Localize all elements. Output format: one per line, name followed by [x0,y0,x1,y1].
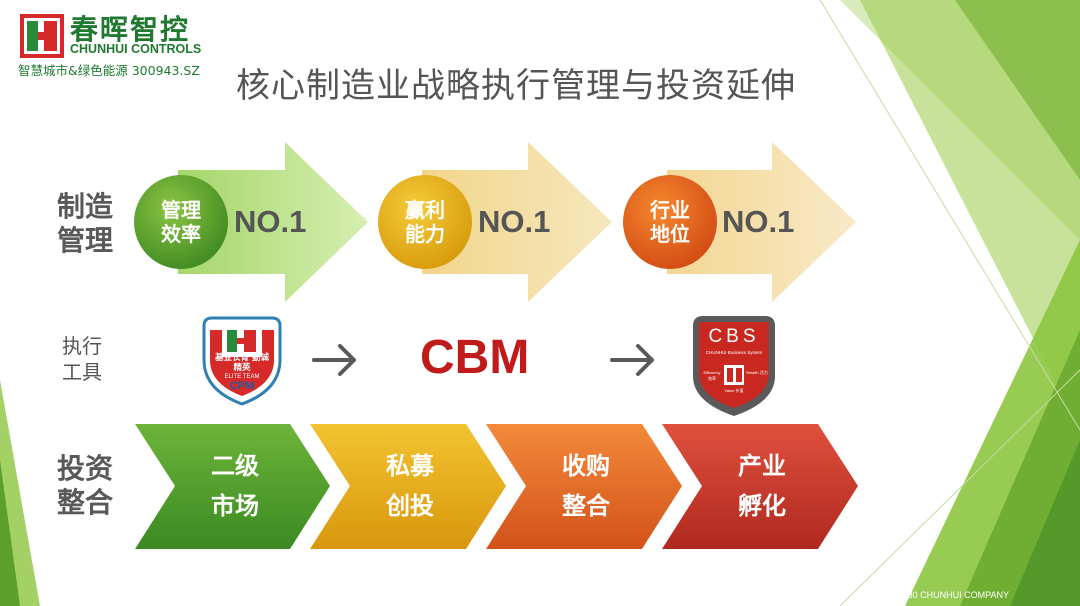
copyright-footer: ©2020-2030 CHUNHUI COMPANY [868,590,1010,600]
investment-line1: 产业 [738,452,786,480]
cpm-badge-en: ELITE TEAM [224,374,260,380]
target-circle-profit: 赢利 能力 [385,198,465,246]
investment-line2: 整合 [562,492,610,520]
target-line1: 行业 [650,198,690,222]
row-label-tools: 执行 工具 [52,333,112,385]
cpm-badge-cn: 基业长青 勤诚精英 [215,353,269,373]
cbs-badge-left: Efficiency 效率 [703,370,721,381]
cbs-badge-shape [693,316,775,416]
cbs-badge-code: CBS [708,326,760,347]
investment-line1: 私募 [386,452,434,480]
target-line1: 管理 [161,198,201,222]
cbs-badge-sub: CHUNHUI Business System [705,350,763,355]
cpm-badge-shape [202,316,282,406]
row-label-line2: 管理 [56,224,113,257]
investment-line2: 市场 [211,492,259,520]
cbm-label: CBM [420,331,530,384]
target-circle-efficiency: 管理 效率 [141,198,221,246]
target-circle-industry: 行业 地位 [630,198,710,246]
investment-line1: 二级 [211,452,259,480]
investment-line2: 孵化 [738,492,786,520]
target-rank: NO.1 [722,204,795,239]
row-label-investment: 投资 整合 [50,452,120,520]
investment-chevrons [135,424,858,549]
investment-line2: 创投 [386,492,434,520]
investment-acquisition: 收购 整合 [531,446,641,526]
row-label-line2: 工具 [62,360,102,384]
slide-title: 核心制造业战略执行管理与投资延伸 [236,66,796,106]
target-line2: 能力 [405,222,445,246]
investment-line1: 收购 [562,452,610,480]
target-line2: 地位 [650,222,690,246]
logo-tagline: 智慧城市&绿色能源 300943.SZ [18,63,200,78]
investment-secondary-market: 二级 市场 [180,446,290,526]
target-rank: NO.1 [478,204,551,239]
investment-incubation: 产业 孵化 [707,446,817,526]
row-label-line1: 执行 [62,334,102,358]
target-rank: NO.1 [234,204,307,239]
row-label-line2: 整合 [56,486,113,519]
cbs-badge-right: Wealth 活力 [746,370,768,375]
logo-name-en: CHUNHUI CONTROLS [70,42,202,56]
cbs-badge-bottom: Value 价值 [724,388,744,393]
target-arrows [134,142,856,302]
arrow-right-icon [312,344,654,376]
row-label-line1: 投资 [56,452,113,485]
row-label-manufacturing: 制造 管理 [50,190,120,258]
cpm-badge-code: CPM [229,380,255,392]
target-line1: 赢利 [405,198,445,222]
investment-private-equity: 私募 创投 [355,446,465,526]
target-line2: 效率 [161,222,201,246]
row-label-line1: 制造 [56,190,113,223]
logo-name-cn: 春晖智控 [70,13,191,46]
logo-mark-shape [20,14,64,58]
